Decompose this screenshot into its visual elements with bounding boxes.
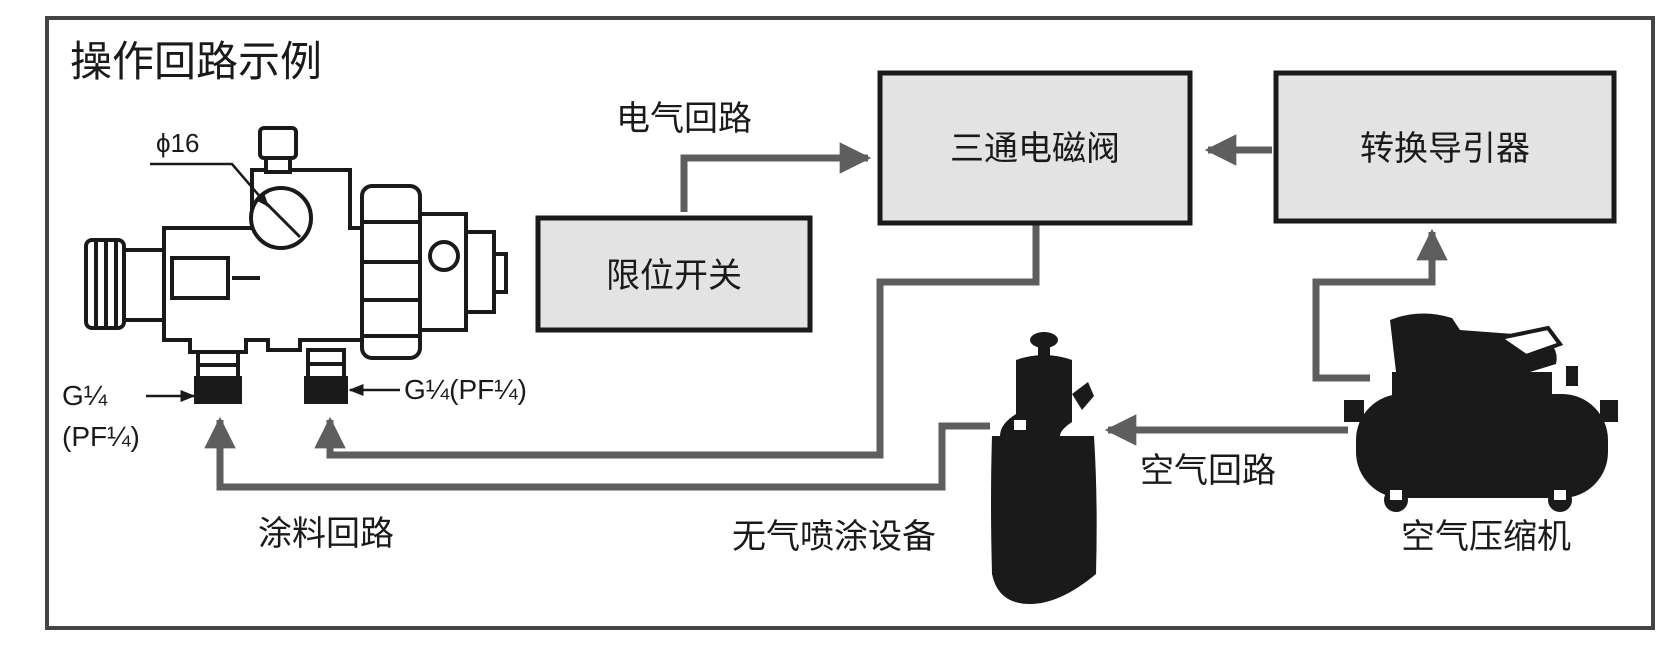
limit-switch-label: 限位开关 <box>606 256 742 296</box>
solenoid-valve-box: 三通电磁阀 <box>877 70 1193 226</box>
solenoid-valve-label: 三通电磁阀 <box>950 129 1120 169</box>
airless-equipment-label: 无气喷涂设备 <box>732 517 936 557</box>
airless-equipment-icon <box>991 332 1097 604</box>
air-circuit-label: 空气回路 <box>1140 451 1276 491</box>
diameter-label: ϕ16 <box>156 128 199 158</box>
paint-circuit-label: 涂料回路 <box>258 514 394 554</box>
pilot-converter-label: 转换导引器 <box>1360 129 1530 169</box>
paint-circuit-line <box>204 416 990 491</box>
pilot-converter-box: 转换导引器 <box>1273 70 1617 224</box>
left-port-label-line1: G¼ <box>62 380 108 411</box>
spray-gun-illustration: ϕ16 <box>84 126 508 404</box>
left-port-label-line2: (PF¼) <box>62 421 140 452</box>
right-port-label: G¼(PF¼) <box>404 374 527 405</box>
compressor-to-pilot-line <box>1312 228 1448 382</box>
air-compressor-label: 空气压缩机 <box>1401 517 1571 557</box>
diagram-title: 操作回路示例 <box>70 37 322 86</box>
electric-circuit-line <box>680 142 872 212</box>
limit-switch-box: 限位开关 <box>535 215 813 333</box>
valve-to-gun-line <box>314 224 1040 459</box>
air-compressor-icon <box>1344 313 1618 512</box>
electric-circuit-label: 电气回路 <box>616 99 752 139</box>
